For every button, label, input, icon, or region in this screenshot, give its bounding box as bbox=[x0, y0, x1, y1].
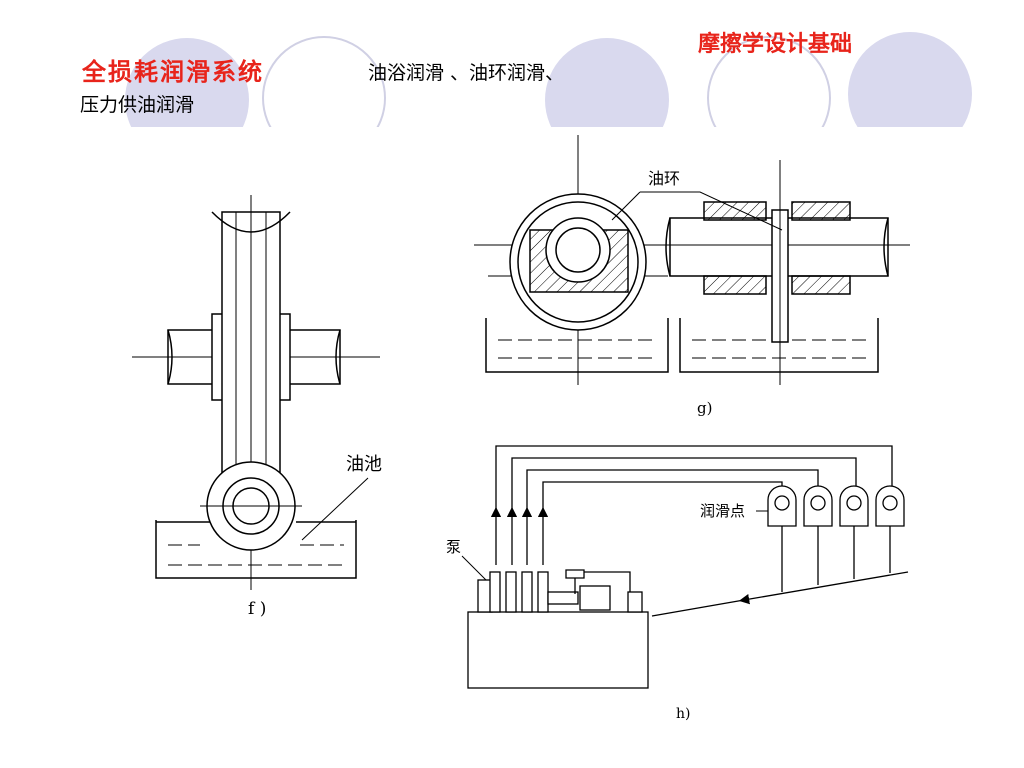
subtitle-line-2: 压力供油润滑 bbox=[80, 94, 195, 116]
lubrication-point-4 bbox=[875, 485, 905, 573]
lubrication-point-3 bbox=[839, 485, 869, 579]
figure-h-caption: h) bbox=[676, 706, 690, 722]
lubrication-point-2 bbox=[803, 485, 833, 585]
figure-f-caption: f ) bbox=[248, 599, 266, 619]
oil-ring-label: 油环 bbox=[648, 169, 680, 188]
decor-mask bbox=[120, 127, 1024, 187]
figure-g-oil-ring bbox=[474, 135, 910, 385]
figure-f-oil-bath bbox=[132, 195, 380, 590]
oil-pool-label: 油池 bbox=[346, 454, 382, 475]
pump-label: 泵 bbox=[446, 538, 461, 556]
course-title: 摩擦学设计基础 bbox=[698, 32, 853, 57]
lubrication-point-1 bbox=[767, 485, 797, 592]
figure-h-pressure-system bbox=[461, 445, 909, 689]
subtitle-line-1: 油浴润滑 、油环润滑、 bbox=[368, 62, 565, 84]
page-heading: 全损耗润滑系统 bbox=[82, 57, 264, 86]
lubrication-points-label: 润滑点 bbox=[700, 502, 745, 520]
figure-g-caption: g) bbox=[697, 399, 712, 417]
